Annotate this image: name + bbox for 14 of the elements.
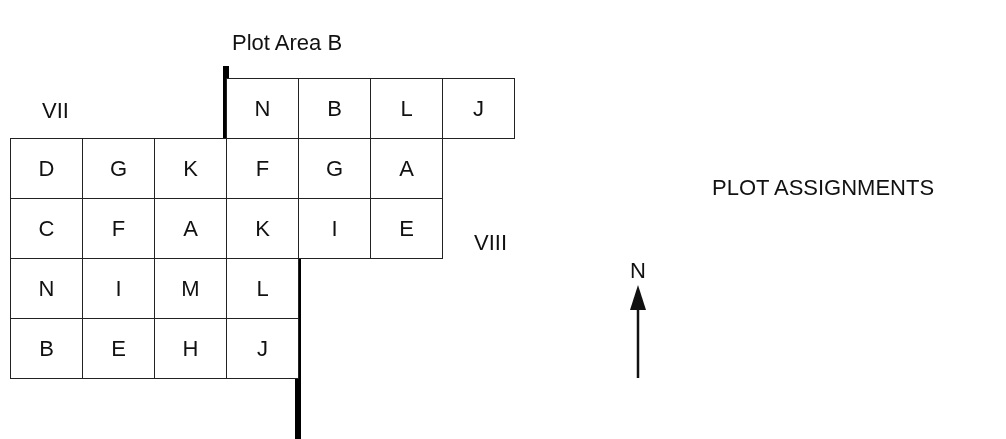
plot-cell: L [226, 258, 299, 319]
compass-label: N [630, 258, 646, 284]
plot-cell: J [226, 318, 299, 379]
plot-area-label: Plot Area B [232, 30, 343, 56]
plot-cell: N [226, 78, 299, 139]
plot-cell: D [10, 138, 83, 199]
plot-cell: K [226, 198, 299, 259]
plot-cell: B [10, 318, 83, 379]
area-label: VIII [474, 230, 507, 256]
plot-cell: K [154, 138, 227, 199]
assignments-label: PLOT ASSIGNMENTS [712, 175, 935, 201]
plot-cell: J [442, 78, 515, 139]
area-label: VII [42, 98, 69, 124]
plot-cell: E [370, 198, 443, 259]
